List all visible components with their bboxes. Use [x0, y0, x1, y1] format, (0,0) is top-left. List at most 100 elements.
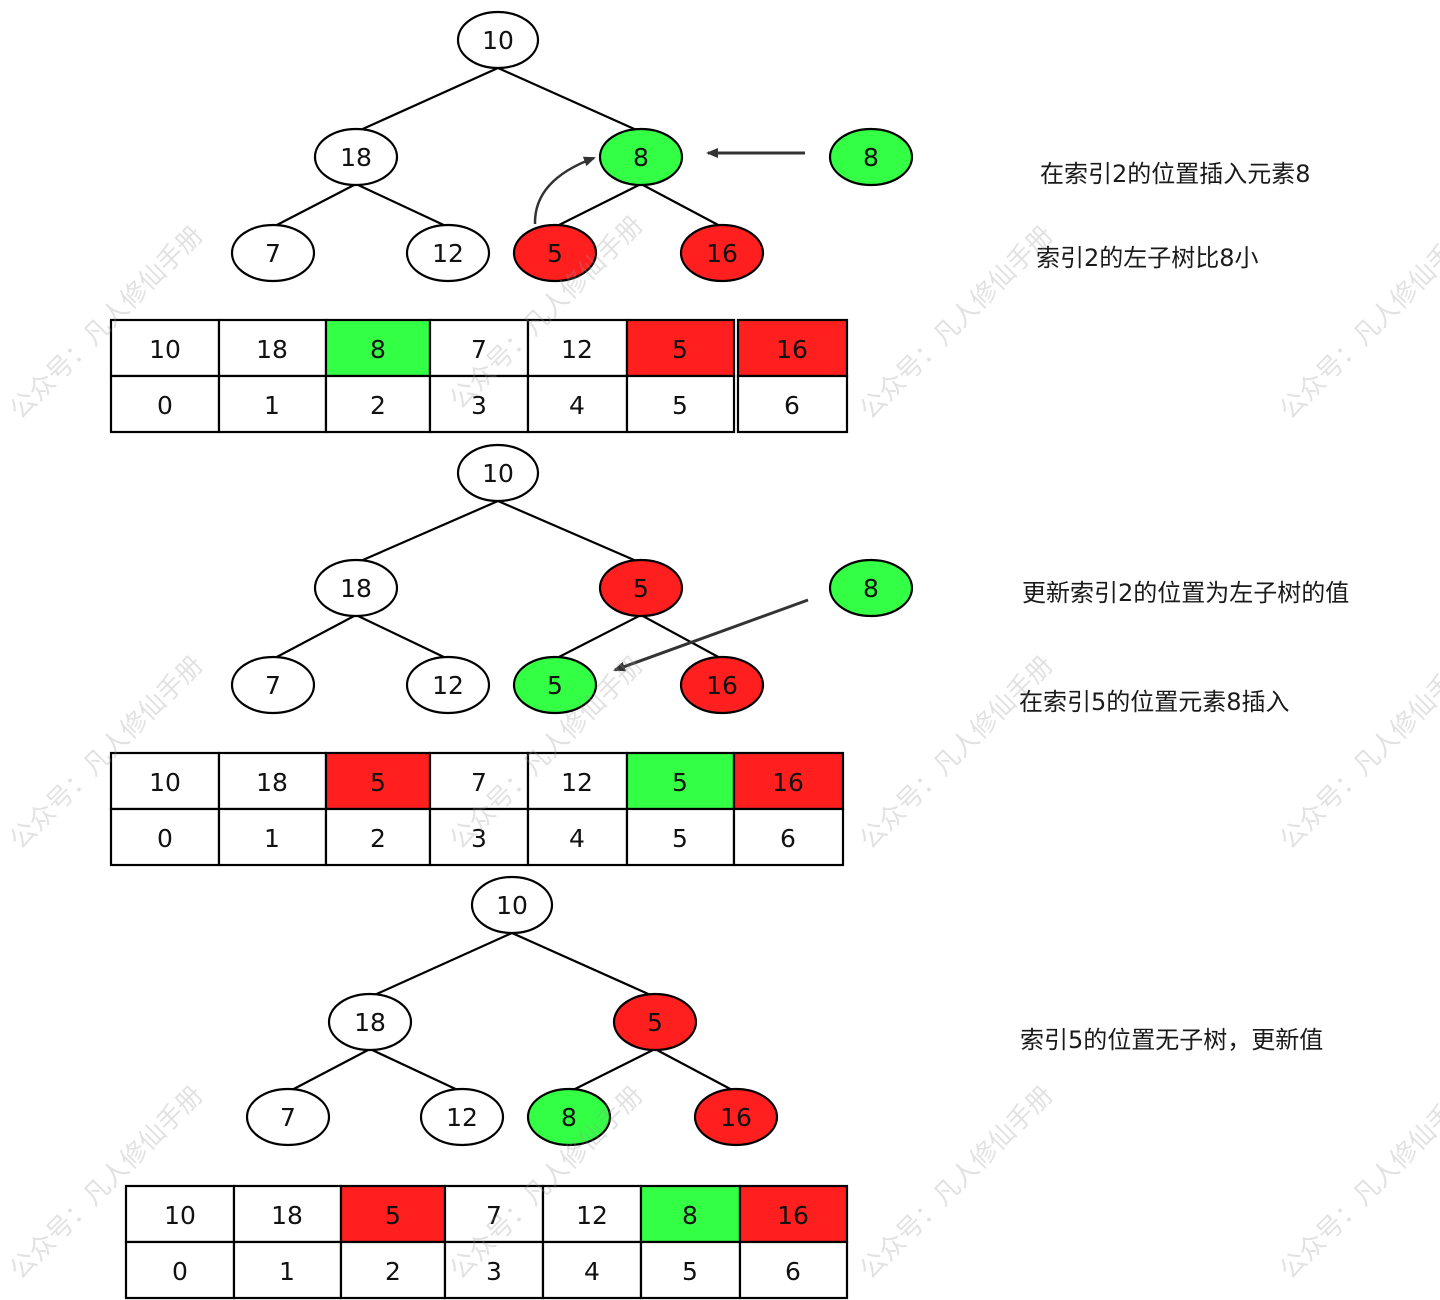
edge [287, 1048, 371, 1093]
array-index: 6 [785, 1257, 801, 1286]
node-shape [526, 1087, 612, 1147]
array-index: 3 [471, 824, 487, 853]
tree-node-5: 5 [512, 655, 598, 715]
node-shape [828, 558, 914, 618]
tree-node-5: 8 [526, 1087, 612, 1147]
node-shape [470, 875, 554, 935]
insert-arrow [613, 598, 809, 672]
edge [511, 931, 656, 999]
edge [369, 1048, 463, 1093]
panel-1-tree-edges [272, 66, 723, 228]
tree-node-1: 18 [327, 992, 413, 1052]
array-value: 16 [772, 768, 804, 797]
caption-insert-at-index-5: 在索引5的位置元素8插入 [1019, 688, 1290, 716]
array-index: 0 [157, 391, 173, 420]
array-value: 10 [149, 335, 181, 364]
node-shape [693, 1087, 779, 1147]
index-cell [339, 1240, 447, 1300]
array-index: 2 [370, 391, 386, 420]
floating-insert-node: 8 [828, 558, 914, 618]
array-cell [639, 1184, 742, 1244]
array-cell [124, 1184, 236, 1244]
node-shape [612, 992, 698, 1052]
index-cell [217, 807, 328, 867]
array-value: 12 [576, 1201, 608, 1230]
node-label: 16 [706, 239, 738, 268]
node-shape [456, 10, 540, 70]
node-shape [512, 223, 598, 283]
node-shape [405, 655, 491, 715]
index-cell [736, 374, 849, 434]
edge [355, 614, 449, 660]
node-label: 12 [432, 239, 464, 268]
edge [654, 1048, 737, 1093]
array-cell [232, 1184, 343, 1244]
array-cell [732, 751, 845, 811]
array-index: 4 [584, 1257, 600, 1286]
array-values: 10 18 5 7 12 5 16 [149, 768, 804, 797]
node-label: 18 [354, 1008, 386, 1037]
node-shape [598, 558, 684, 618]
array-index: 3 [486, 1257, 502, 1286]
array-value: 16 [776, 335, 808, 364]
node-shape [679, 655, 765, 715]
array-indices: 0 1 2 3 4 5 6 [157, 391, 800, 420]
array-value: 5 [385, 1201, 401, 1230]
index-cell [324, 374, 432, 434]
node-label: 5 [633, 574, 649, 603]
array-value: 5 [370, 768, 386, 797]
index-cell [732, 807, 845, 867]
array-cells [109, 318, 849, 434]
array-index: 1 [279, 1257, 295, 1286]
array-index: 2 [385, 1257, 401, 1286]
index-cell [625, 374, 736, 434]
array-index: 2 [370, 824, 386, 853]
panel-1: 10 18 8 7 12 5 [109, 10, 914, 434]
array-cell [109, 751, 221, 811]
edge [272, 183, 357, 228]
node-shape [419, 1087, 505, 1147]
index-cell [639, 1240, 742, 1300]
array-cell [109, 318, 221, 378]
tree-node-6: 16 [679, 655, 765, 715]
panel-3: 10 18 5 7 12 8 [124, 875, 849, 1300]
tree-node-4: 12 [405, 655, 491, 715]
node-shape [313, 558, 399, 618]
array-indices: 0 1 2 3 4 5 6 [157, 824, 796, 853]
array-value: 18 [271, 1201, 303, 1230]
array-index: 5 [672, 391, 688, 420]
node-label: 16 [706, 671, 738, 700]
array-value: 5 [672, 768, 688, 797]
array-cells [124, 1184, 849, 1300]
node-label: 10 [496, 891, 528, 920]
array-cell [738, 1184, 849, 1244]
node-label: 18 [340, 574, 372, 603]
array-value: 12 [561, 335, 593, 364]
array-cell [526, 318, 629, 378]
tree-node-1: 18 [313, 558, 399, 618]
index-cell [738, 1240, 849, 1300]
panel-3-array: 10 18 5 7 12 8 16 0 1 2 3 4 5 6 [124, 1184, 849, 1300]
edge [568, 1048, 656, 1093]
array-index: 1 [264, 824, 280, 853]
array-value: 18 [256, 335, 288, 364]
index-cell [443, 1240, 545, 1300]
node-label: 12 [432, 671, 464, 700]
index-cell [109, 807, 221, 867]
panel-2: 10 18 5 7 12 5 [109, 443, 914, 867]
array-index: 6 [780, 824, 796, 853]
tree-node-5: 5 [512, 223, 598, 283]
node-shape [245, 1087, 331, 1147]
edge [554, 614, 642, 660]
edge [355, 183, 449, 228]
node-shape [230, 655, 316, 715]
index-cell [625, 807, 736, 867]
array-values: 10 18 5 7 12 8 16 [164, 1201, 809, 1230]
caption-update-index-2: 更新索引2的位置为左子树的值 [1022, 579, 1350, 607]
node-label: 12 [446, 1103, 478, 1132]
edge [272, 614, 357, 660]
index-cell [324, 807, 432, 867]
index-cell [124, 1240, 236, 1300]
tree-node-2: 5 [612, 992, 698, 1052]
